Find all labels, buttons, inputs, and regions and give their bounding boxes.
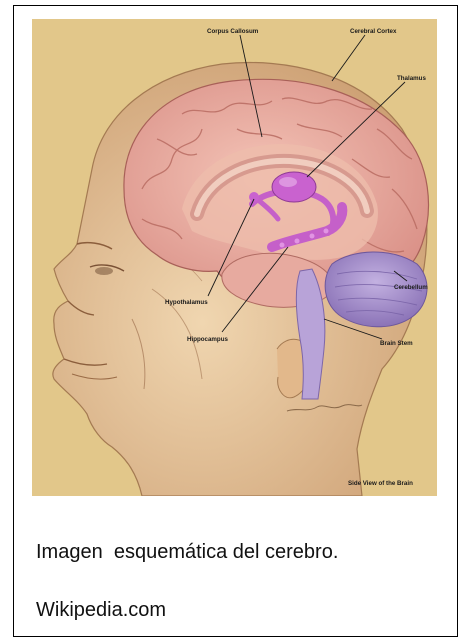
label-hippocampus: Hippocampus bbox=[187, 336, 228, 343]
label-corpus-callosum: Corpus Callosum bbox=[207, 28, 259, 35]
label-thalamus: Thalamus bbox=[397, 75, 426, 82]
label-hypothalamus: Hypothalamus bbox=[165, 299, 208, 306]
brain-illustration: Corpus Callosum Cerebral Cortex Thalamus… bbox=[32, 19, 437, 496]
label-brain-stem: Brain Stem bbox=[380, 340, 413, 347]
figure-caption: Imagen esquemática del cerebro. bbox=[36, 541, 338, 564]
thalamus bbox=[272, 172, 316, 202]
figure-frame: Corpus Callosum Cerebral Cortex Thalamus… bbox=[13, 5, 458, 637]
label-view-caption: Side View of the Brain bbox=[348, 480, 413, 487]
label-cerebral-cortex: Cerebral Cortex bbox=[350, 28, 397, 35]
label-cerebellum: Cerebellum bbox=[394, 284, 428, 291]
source-credit: Wikipedia.com bbox=[36, 599, 166, 622]
